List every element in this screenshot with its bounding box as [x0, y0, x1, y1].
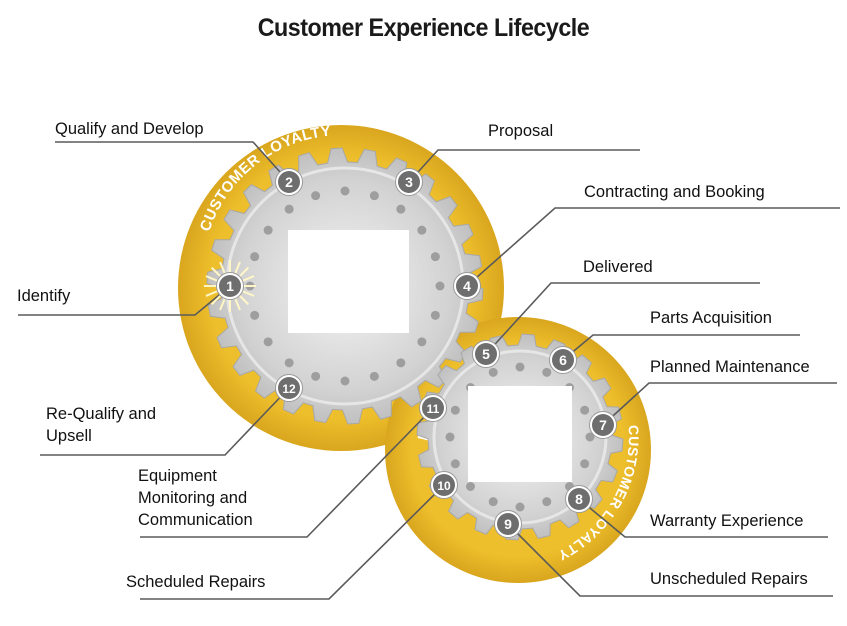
step-number: 3 [405, 174, 413, 190]
step-number: 12 [282, 382, 296, 396]
gear-hole [450, 459, 460, 469]
gear-hole [369, 371, 379, 381]
step-number: 11 [427, 402, 440, 416]
label-step-11-line-2: Monitoring and [138, 489, 248, 507]
gear-hole [340, 376, 350, 386]
gear-hole [340, 186, 350, 196]
gear-hole [311, 191, 321, 201]
gear-hole [250, 310, 260, 320]
leader-line-11 [140, 407, 434, 538]
step-number: 5 [482, 346, 490, 362]
gear-hole [450, 405, 460, 415]
label-step-11-line-3: Communication [138, 511, 253, 529]
gear-hole [311, 371, 321, 381]
label-step-12-line-1: Re-Qualify and [46, 405, 157, 423]
step-number: 6 [559, 352, 567, 368]
gear-hole [369, 191, 379, 201]
step-number: 2 [285, 174, 293, 190]
gear-hole [430, 310, 440, 320]
step-number: 9 [504, 516, 512, 532]
label-step-7: Planned Maintenance [650, 358, 810, 376]
label-step-3: Proposal [488, 122, 554, 140]
leader-line-10 [140, 484, 445, 600]
gear-hole [284, 358, 294, 368]
gear-hole [250, 252, 260, 262]
step-number: 1 [226, 278, 234, 294]
starburst-icon [204, 260, 256, 312]
step-number: 7 [599, 417, 607, 433]
leader-line-3 [408, 149, 640, 183]
leader-lines [18, 141, 840, 600]
step-badge-11: 11 [419, 394, 447, 422]
step-badge-12: 12 [275, 374, 303, 402]
leader-line-8 [578, 498, 828, 538]
label-step-5: Delivered [583, 258, 653, 276]
leader-line-9 [507, 523, 833, 597]
gear-hole [284, 204, 294, 214]
step-badge-6: 6 [549, 346, 577, 374]
gear-hole [435, 281, 445, 291]
page-title: Customer Experience Lifecycle [257, 14, 590, 42]
gear-hole [430, 252, 440, 262]
gear-hole [542, 367, 552, 377]
step-badge-4: 4 [453, 272, 481, 300]
upper-image-placeholder [288, 230, 409, 333]
label-step-9: Unscheduled Repairs [650, 570, 808, 588]
step-badge-1: 1 [216, 272, 244, 300]
gear-hole [445, 432, 455, 442]
gear-hole [488, 367, 498, 377]
label-step-4: Contracting and Booking [584, 183, 765, 201]
step-badge-3: 3 [395, 168, 423, 196]
gear-hole [263, 225, 273, 235]
gear-hole [515, 362, 525, 372]
step-badge-8: 8 [565, 485, 593, 513]
label-step-12: Re-Qualify and Upsell [46, 403, 156, 447]
leader-line-4 [466, 207, 840, 287]
gear-hole [466, 481, 476, 491]
label-step-12-line-2: Upsell [46, 427, 92, 445]
gear-hole [263, 337, 273, 347]
leader-line-2 [55, 141, 290, 183]
gear-hole [396, 204, 406, 214]
label-step-10: Scheduled Repairs [126, 573, 266, 591]
label-step-2: Qualify and Develop [55, 120, 204, 138]
label-step-6: Parts Acquisition [650, 309, 772, 327]
label-step-1: Identify [17, 287, 71, 305]
step-number: 4 [463, 278, 471, 294]
step-badge-10: 10 [430, 471, 458, 499]
label-step-8: Warranty Experience [650, 512, 804, 530]
gear-hole [515, 502, 525, 512]
lower-image-placeholder [468, 386, 572, 482]
gear-hole [417, 225, 427, 235]
step-number: 8 [575, 491, 583, 507]
gear-hole [580, 405, 590, 415]
gear-hole [580, 459, 590, 469]
gear-hole [542, 497, 552, 507]
step-badge-5: 5 [472, 340, 500, 368]
step-badge-7: 7 [589, 411, 617, 439]
leader-line-1 [18, 285, 231, 316]
step-badge-2: 2 [275, 168, 303, 196]
gear-hole [396, 358, 406, 368]
gear-hole [585, 432, 595, 442]
step-badge-9: 9 [494, 510, 522, 538]
step-number: 10 [437, 479, 451, 493]
leader-line-7 [602, 382, 837, 426]
leader-line-12 [40, 387, 290, 456]
label-step-11: Equipment Monitoring and Communication [138, 465, 253, 531]
gear-hole [417, 337, 427, 347]
label-step-11-line-1: Equipment [138, 467, 217, 485]
leader-line-5 [485, 282, 760, 355]
gear-hole [488, 497, 498, 507]
